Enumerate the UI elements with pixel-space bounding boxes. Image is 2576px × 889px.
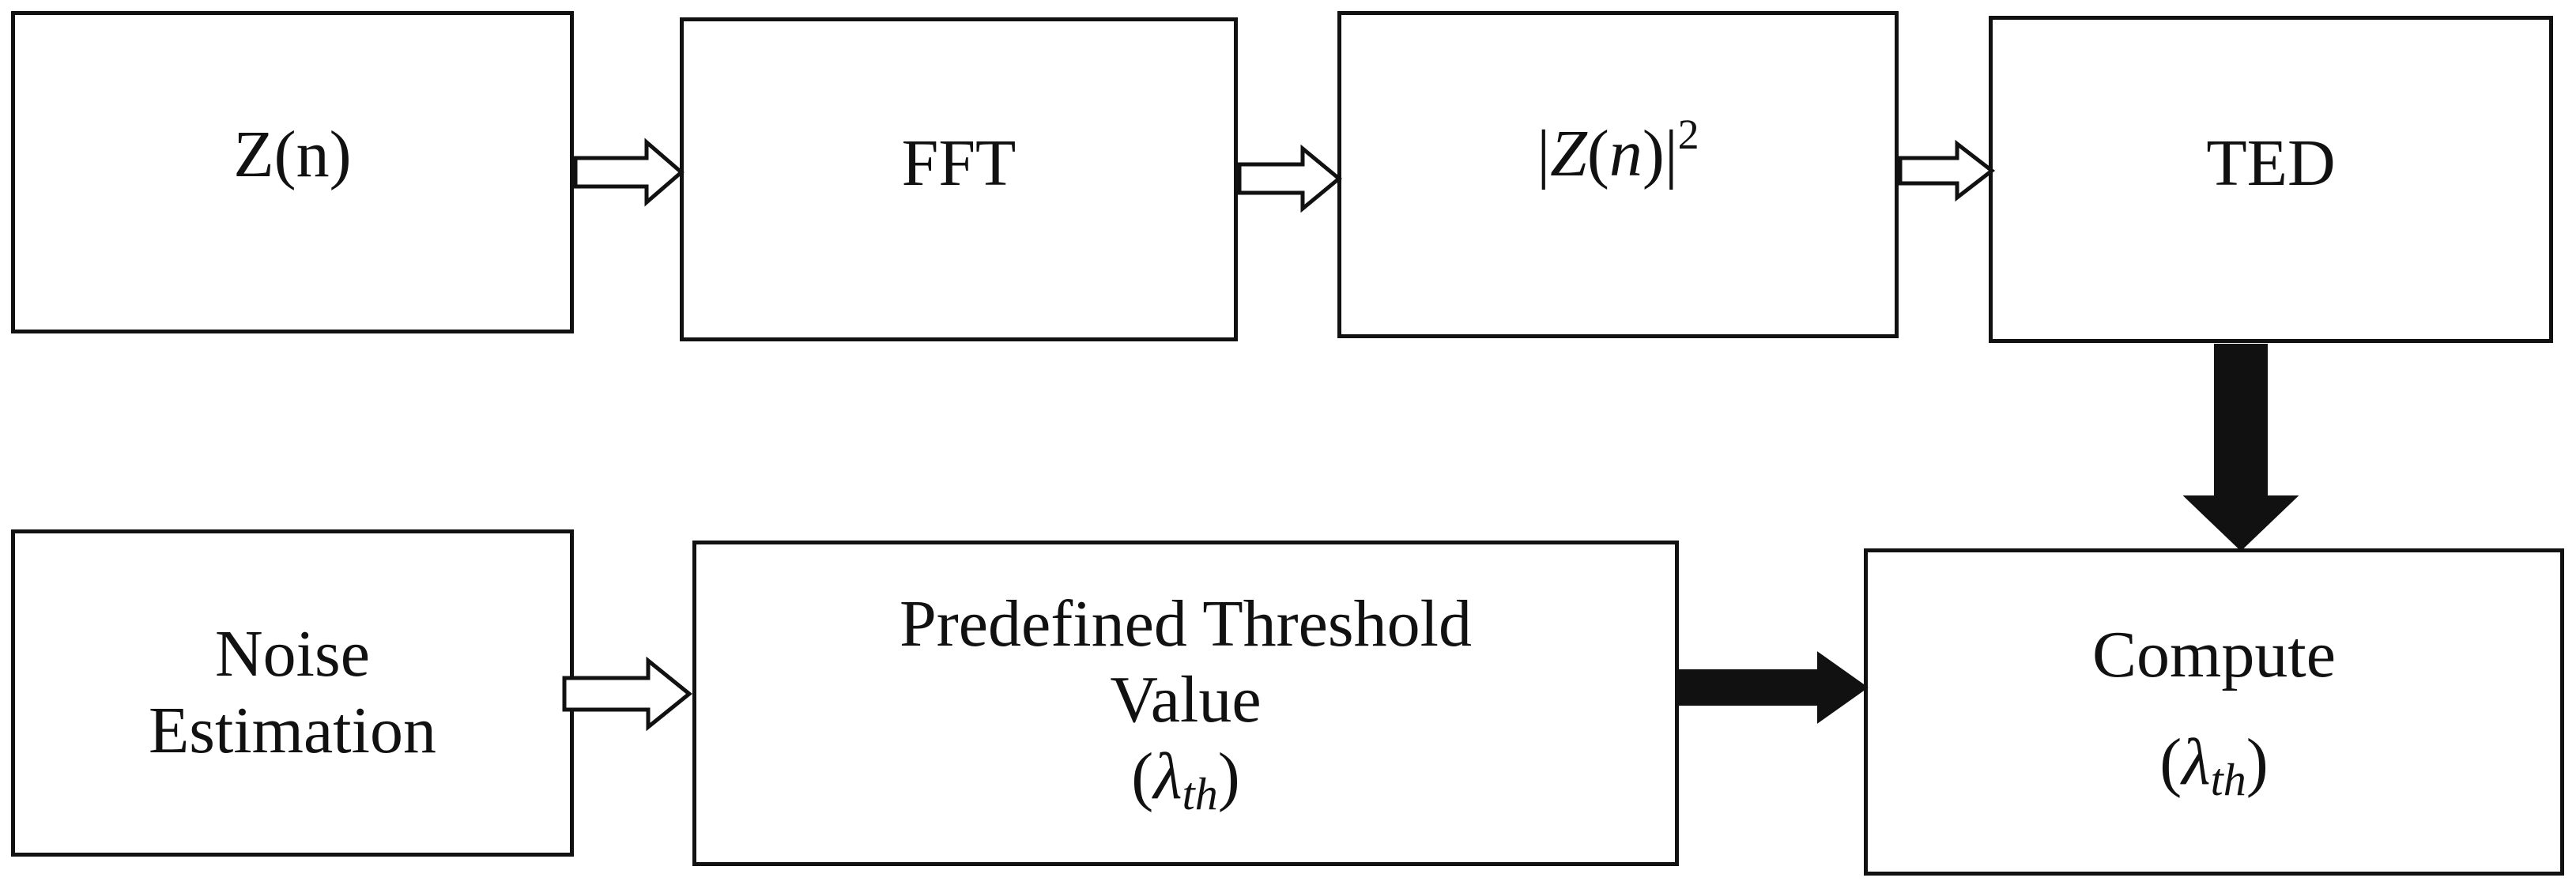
node-threshold-line1: Predefined Threshold: [900, 586, 1472, 661]
node-compute-line1: Compute: [2092, 617, 2336, 691]
arrow-zn-to-fft: [573, 137, 685, 207]
lambda-subscript: th: [2210, 754, 2246, 806]
node-compute: Compute (λth): [1864, 548, 2564, 876]
node-zn-label: Z(n): [233, 117, 352, 191]
arrow-ted-to-compute: [2182, 344, 2299, 552]
node-noise-line2: Estimation: [149, 694, 436, 767]
node-ted-label: TED: [2206, 126, 2336, 200]
node-zn: Z(n): [11, 11, 574, 333]
node-compute-symbol: (λth): [2159, 725, 2268, 807]
node-threshold: Predefined Threshold Value (λth): [692, 541, 1679, 866]
node-threshold-symbol: (λth): [1131, 739, 1239, 821]
paren-close: ): [1642, 116, 1665, 190]
node-fft: FFT: [680, 17, 1238, 341]
abs-open: |: [1537, 116, 1551, 190]
exponent: 2: [1677, 110, 1699, 158]
node-fft-label: FFT: [901, 126, 1016, 200]
abs-close: |: [1664, 116, 1678, 190]
paren-open: (: [1586, 116, 1609, 190]
threshold-paren-open: (: [1131, 739, 1154, 813]
arrow-power-to-ted: [1898, 139, 1996, 202]
var-z: Z: [1550, 116, 1587, 190]
node-ted: TED: [1989, 16, 2553, 343]
arrow-noise-to-threshold: [562, 656, 692, 732]
arrow-threshold-to-compute: [1678, 651, 1869, 724]
node-noise: Noise Estimation: [11, 529, 574, 857]
node-power: |Z(n)|2: [1337, 11, 1899, 338]
lambda-symbol: λ: [1153, 739, 1182, 813]
node-power-label: |Z(n)|2: [1537, 110, 1699, 193]
lambda-symbol: λ: [2182, 725, 2211, 800]
node-noise-line1: Noise: [215, 617, 370, 691]
var-n: n: [1609, 116, 1643, 190]
compute-paren-close: ): [2246, 725, 2269, 800]
arrow-fft-to-power: [1237, 144, 1342, 213]
node-threshold-line2: Value: [1110, 663, 1262, 737]
threshold-paren-close: ): [1217, 739, 1240, 813]
compute-paren-open: (: [2159, 725, 2182, 800]
lambda-subscript: th: [1182, 767, 1218, 819]
